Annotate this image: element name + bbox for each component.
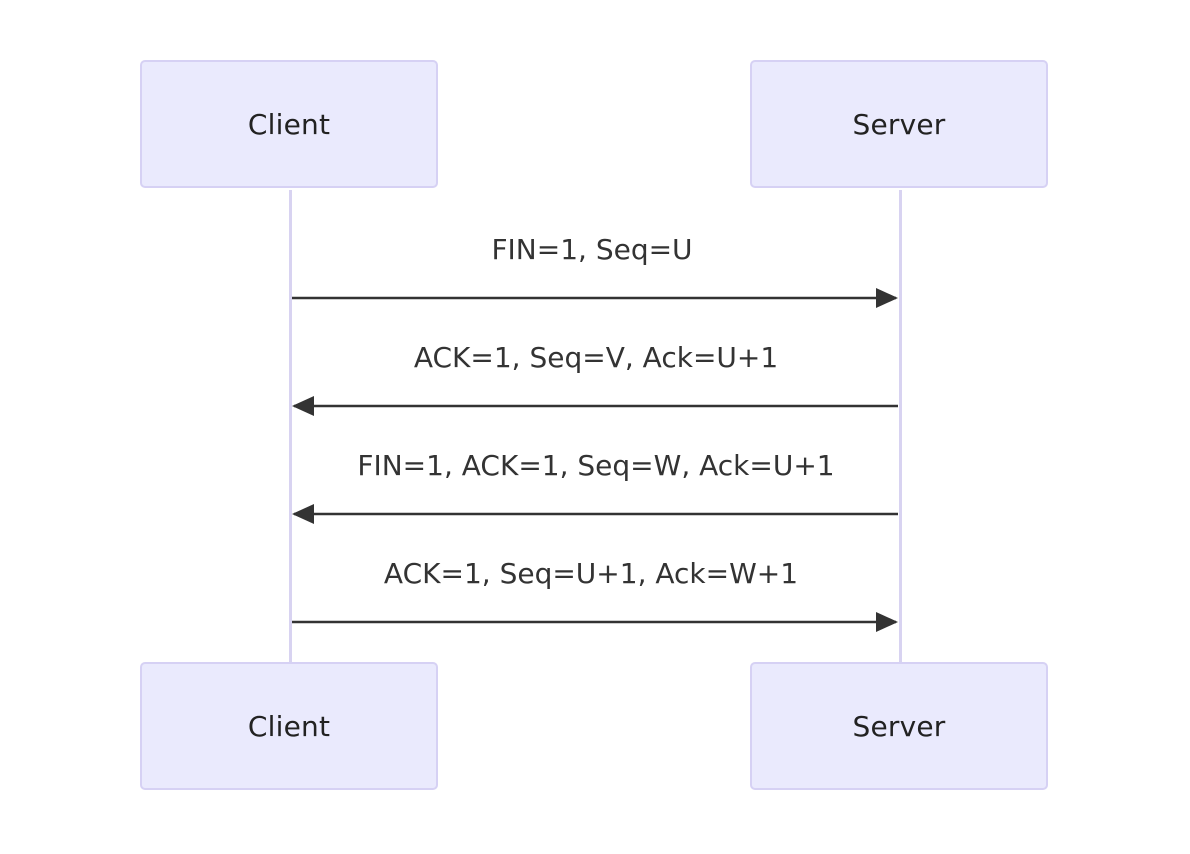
message-1-label: FIN=1, Seq=U [491, 233, 692, 266]
message-3-arrowhead [292, 504, 314, 524]
lifeline-client [289, 190, 292, 662]
actor-server-top-label: Server [852, 107, 946, 141]
message-2-arrowhead [292, 396, 314, 416]
actor-client-bottom: Client [140, 662, 438, 790]
actor-server-top: Server [750, 60, 1048, 188]
actor-server-bottom: Server [750, 662, 1048, 790]
actor-server-bottom-label: Server [852, 709, 946, 743]
message-4-arrowhead [876, 612, 898, 632]
message-2-label: ACK=1, Seq=V, Ack=U+1 [414, 341, 778, 374]
lifeline-server [899, 190, 902, 662]
actor-client-bottom-label: Client [247, 709, 331, 743]
actor-client-top: Client [140, 60, 438, 188]
message-4-label: ACK=1, Seq=U+1, Ack=W+1 [384, 557, 798, 590]
actor-client-top-label: Client [247, 107, 331, 141]
message-3-label: FIN=1, ACK=1, Seq=W, Ack=U+1 [357, 449, 834, 482]
message-1-arrowhead [876, 288, 898, 308]
